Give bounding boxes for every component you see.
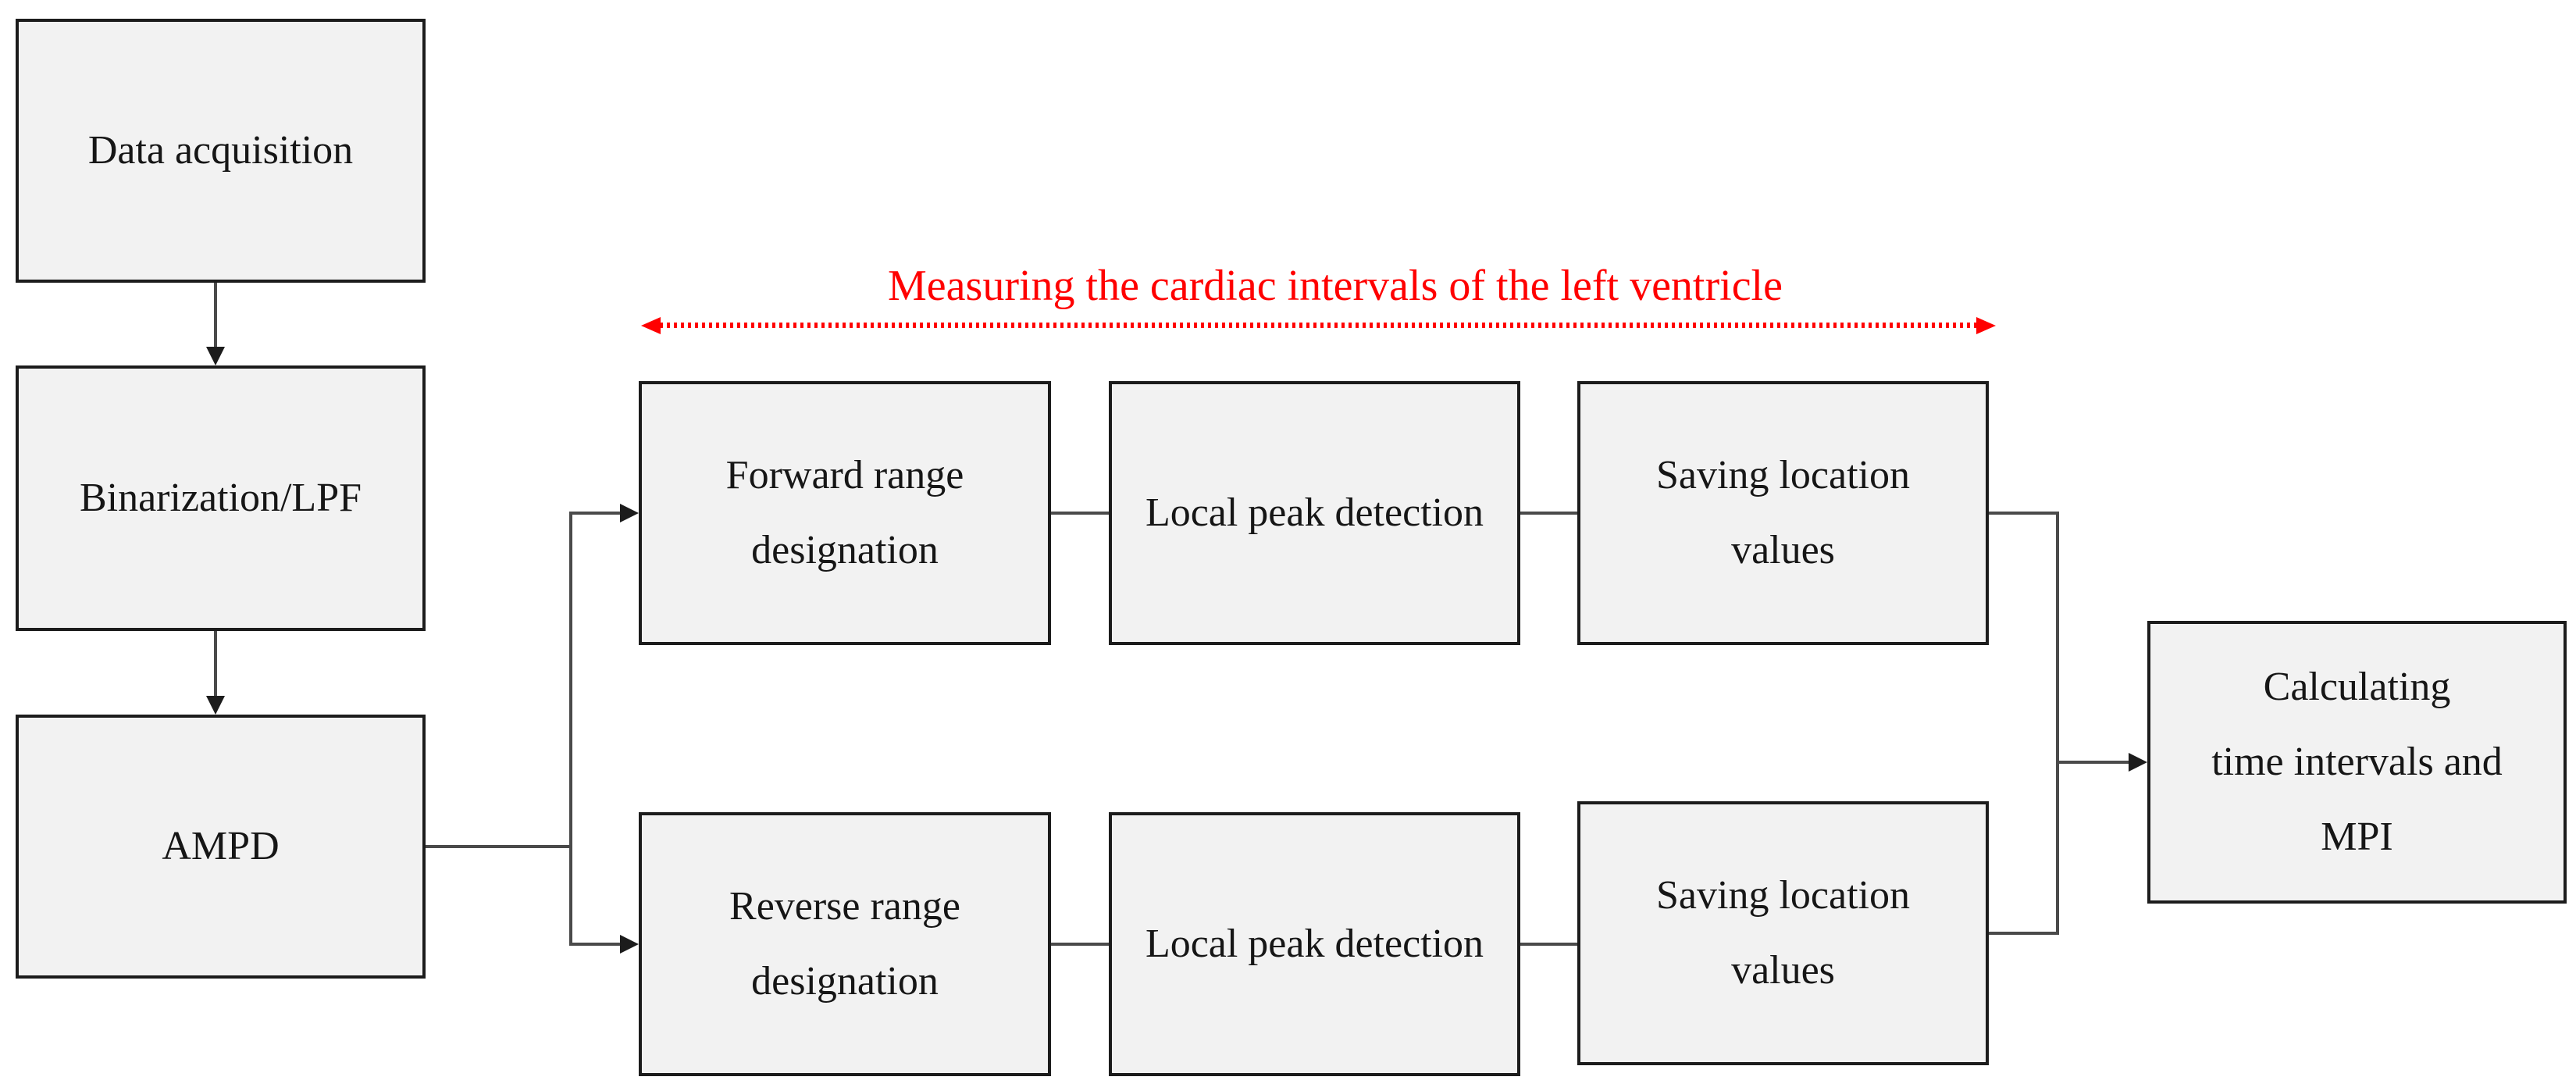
connector-merge-vertical — [2056, 512, 2059, 935]
node-calculating-mpi: Calculating time intervals and MPI — [2147, 621, 2567, 904]
red-span-left-arrowhead-icon — [641, 317, 661, 334]
node-ampd: AMPD — [16, 715, 426, 979]
node-saving-bottom-line1: Saving location — [1656, 873, 1910, 918]
node-saving-bottom-line2: values — [1731, 948, 1835, 993]
node-calculating-line2: time intervals and — [2211, 740, 2503, 784]
region-annotation-title: Measuring the cardiac intervals of the l… — [888, 262, 1783, 310]
connector-saving-bottom-out — [1989, 932, 2059, 935]
node-local-peak-top-label: Local peak detection — [1145, 490, 1484, 535]
connector-branch-to-forward — [569, 512, 620, 515]
node-data-acquisition-label: Data acquisition — [87, 128, 354, 173]
red-span-right-arrowhead-icon — [1976, 317, 1996, 334]
connector-saving-top-out — [1989, 512, 2059, 515]
connector-binarization-to-ampd — [214, 631, 217, 696]
red-dotted-span-line — [660, 323, 1976, 328]
connector-forward-to-localpeak-top — [1051, 512, 1109, 515]
connector-merge-to-calculating — [2056, 761, 2129, 764]
arrowhead-into-forward-range-icon — [620, 504, 639, 522]
node-saving-top-line2: values — [1731, 528, 1835, 572]
node-forward-range-designation: Forward range designation — [639, 381, 1051, 645]
arrowhead-into-calculating-icon — [2129, 753, 2147, 772]
node-local-peak-detection-top: Local peak detection — [1109, 381, 1520, 645]
connector-localpeak-to-saving-top — [1520, 512, 1577, 515]
node-forward-range-line2: designation — [751, 528, 939, 572]
node-data-acquisition: Data acquisition — [16, 19, 426, 283]
arrowhead-into-reverse-range-icon — [620, 935, 639, 954]
connector-reverse-to-localpeak-bottom — [1051, 943, 1109, 946]
connector-localpeak-to-saving-bottom — [1520, 943, 1577, 946]
node-binarization-lpf: Binarization/LPF — [16, 365, 426, 631]
node-saving-location-values-top: Saving location values — [1577, 381, 1989, 645]
arrowhead-into-binarization-icon — [206, 347, 225, 365]
arrowhead-into-ampd-icon — [206, 696, 225, 715]
node-forward-range-line1: Forward range — [725, 453, 964, 497]
node-reverse-range-line1: Reverse range — [729, 884, 960, 929]
connector-data-to-binarization — [214, 283, 217, 348]
connector-branch-to-reverse — [569, 943, 620, 946]
node-reverse-range-designation: Reverse range designation — [639, 812, 1051, 1076]
node-ampd-label: AMPD — [162, 824, 280, 868]
node-saving-location-values-bottom: Saving location values — [1577, 801, 1989, 1065]
node-calculating-line3: MPI — [2321, 815, 2393, 859]
connector-branch-vertical — [569, 512, 572, 946]
connector-ampd-out — [426, 845, 572, 848]
node-saving-top-line1: Saving location — [1656, 453, 1910, 497]
node-calculating-line1: Calculating — [2263, 665, 2451, 709]
node-local-peak-detection-bottom: Local peak detection — [1109, 812, 1520, 1076]
node-binarization-lpf-label: Binarization/LPF — [79, 476, 362, 520]
node-local-peak-bottom-label: Local peak detection — [1145, 922, 1484, 966]
node-reverse-range-line2: designation — [751, 959, 939, 1004]
